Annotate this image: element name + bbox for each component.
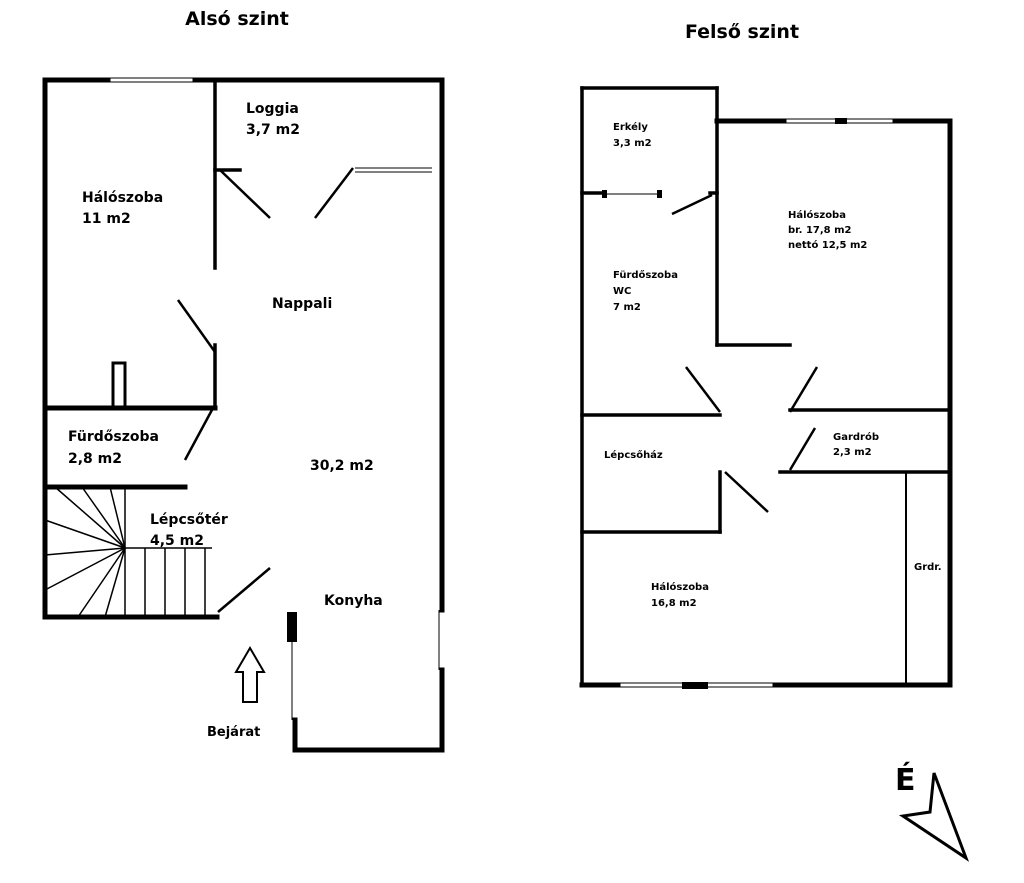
lower-stairwell-name: Lépcsőtér bbox=[150, 512, 228, 528]
north-arrow-icon bbox=[898, 772, 970, 862]
upper-interior-walls bbox=[580, 118, 952, 685]
lower-interior-walls bbox=[42, 78, 432, 490]
lower-doors bbox=[176, 167, 354, 613]
upper-staircase-name: Lépcsőház bbox=[604, 449, 663, 461]
lower-level: Alsó szint bbox=[42, 8, 445, 753]
lower-living-area: 30,2 m2 bbox=[310, 458, 374, 474]
upper-bathroom-name: Fürdőszoba bbox=[613, 269, 678, 281]
upper-bedroom-large-name: Hálószoba bbox=[788, 209, 846, 221]
lower-bathroom-area: 2,8 m2 bbox=[68, 451, 122, 467]
upper-wardrobe-name: Gardrób bbox=[833, 431, 879, 443]
compass-north-label: É bbox=[895, 762, 916, 798]
entrance-arrow-icon bbox=[234, 646, 266, 703]
lower-walls bbox=[42, 77, 445, 753]
upper-bedroom-south-area: 16,8 m2 bbox=[651, 598, 697, 609]
lower-bedroom-area: 11 m2 bbox=[82, 211, 131, 227]
compass: É bbox=[895, 762, 970, 862]
lower-kitchen-name: Konyha bbox=[324, 593, 383, 609]
lower-loggia-area: 3,7 m2 bbox=[246, 122, 300, 138]
upper-balcony-area: 3,3 m2 bbox=[613, 138, 652, 149]
upper-bedroom-large-gross: br. 17,8 m2 bbox=[788, 225, 852, 236]
lower-stairwell-area: 4,5 m2 bbox=[150, 533, 204, 549]
lower-loggia-name: Loggia bbox=[246, 101, 299, 117]
upper-bedroom-large-net: nettó 12,5 m2 bbox=[788, 239, 867, 251]
entrance-label: Bejárat bbox=[207, 725, 260, 740]
lower-bedroom-name: Hálószoba bbox=[82, 190, 163, 206]
upper-walls bbox=[579, 86, 953, 689]
upper-level: Felső szint bbox=[579, 21, 953, 689]
lower-staircase bbox=[44, 486, 212, 618]
upper-wardrobe-small-name: Grdr. bbox=[914, 562, 942, 573]
lower-living-name: Nappali bbox=[272, 296, 332, 312]
upper-bathroom-area: 7 m2 bbox=[613, 302, 641, 313]
upper-level-title: Felső szint bbox=[685, 21, 799, 43]
upper-wardrobe-area: 2,3 m2 bbox=[833, 447, 872, 458]
upper-bedroom-south-name: Hálószoba bbox=[651, 581, 709, 593]
lower-level-title: Alsó szint bbox=[185, 8, 289, 30]
upper-balcony-name: Erkély bbox=[613, 121, 648, 133]
upper-doors bbox=[671, 193, 819, 513]
lower-bathroom-name: Fürdőszoba bbox=[68, 429, 159, 445]
upper-bathroom-wc: WC bbox=[613, 286, 631, 297]
